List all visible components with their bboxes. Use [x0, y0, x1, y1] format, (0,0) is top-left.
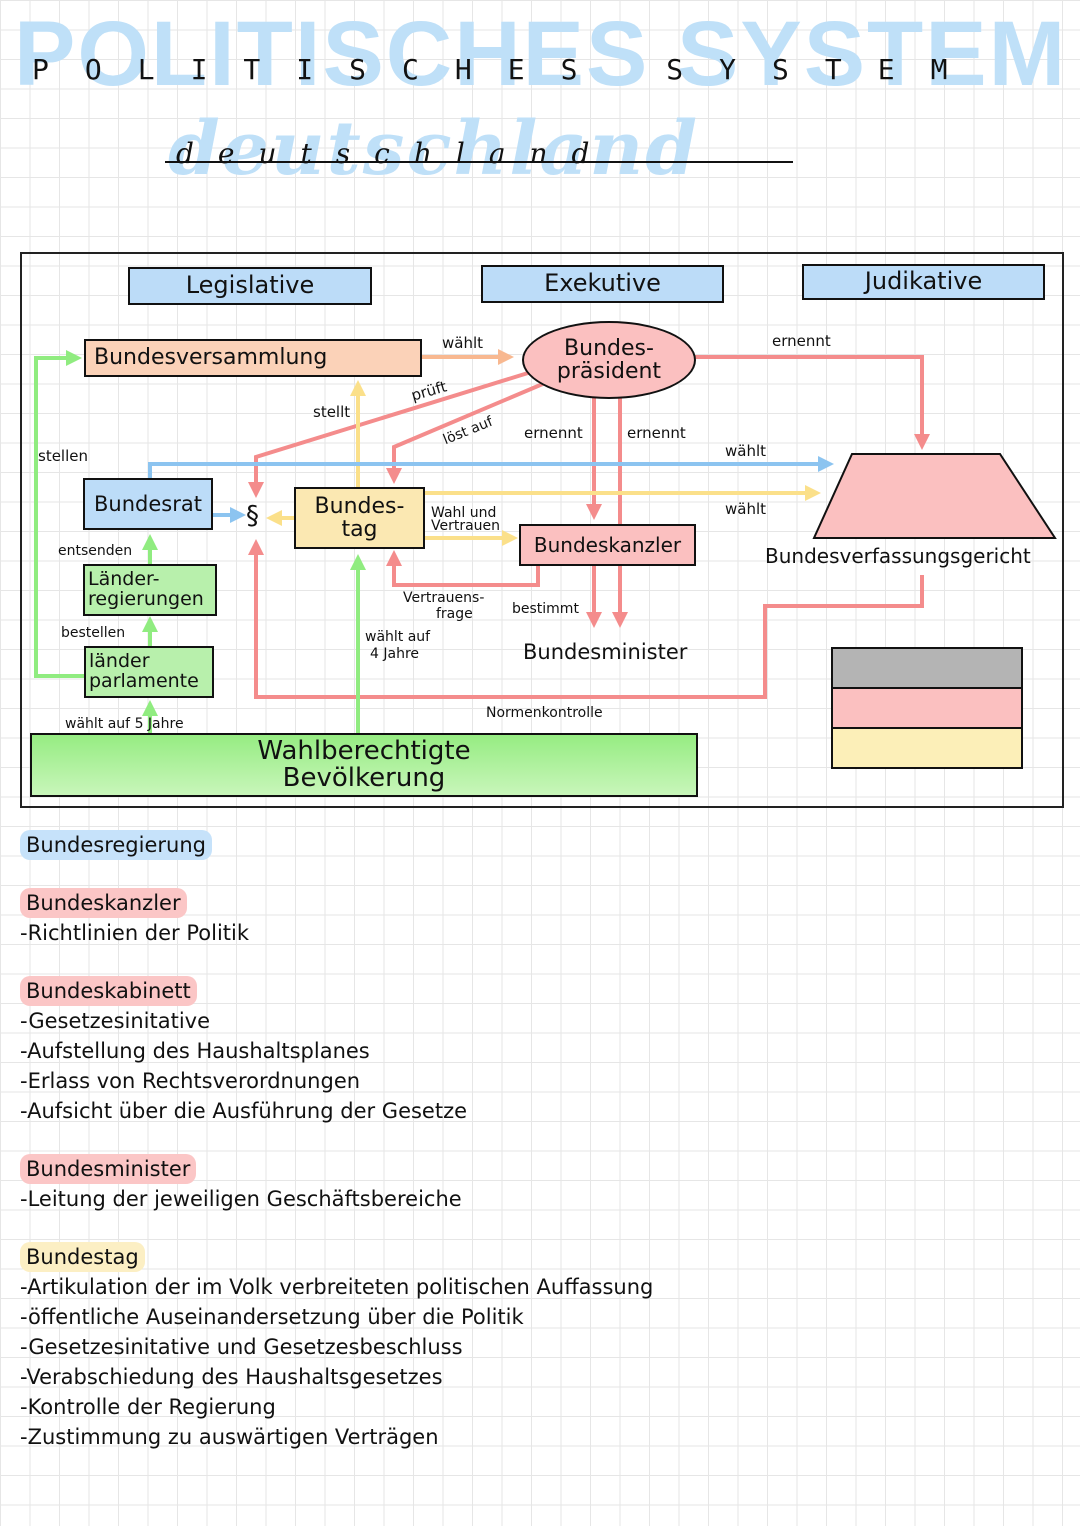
- node-bevoelkerung-label-1: Wahlberechtigte: [257, 735, 471, 766]
- node-bundesminister: Bundesminister: [523, 640, 688, 664]
- label-stellt: stellt: [313, 403, 351, 421]
- label-entsenden: entsenden: [58, 543, 133, 559]
- node-bundespraesident-label-1: Bundes-: [564, 335, 654, 361]
- label-waehlt-4-2: 4 Jahre: [370, 646, 419, 662]
- label-bestimmt: bestimmt: [512, 601, 579, 617]
- note-item: -Gesetzesinitative und Gesetzesbeschluss: [20, 1335, 463, 1359]
- diagram-arrows: [34, 349, 1057, 733]
- note-group-bundestag: Bundestag -Artikulation der im Volk verb…: [20, 1242, 1060, 1452]
- arrow-ernennt-bverfg: [695, 355, 930, 450]
- note-item: -öffentliche Auseinandersetzung über die…: [20, 1305, 524, 1329]
- flag-stripe-black: [833, 649, 1021, 689]
- node-bundesversammlung: Bundesversammlung: [84, 339, 422, 377]
- node-bundestag: Bundes- tag: [294, 487, 425, 549]
- arrow-stellen: [34, 350, 84, 678]
- subtitle-decoration: deutschland: [168, 106, 699, 192]
- node-bundesversammlung-label: Bundesversammlung: [94, 345, 328, 371]
- label-wahl-und-vertrauen-1: Wahl und: [431, 505, 497, 521]
- flag-stripe-red: [833, 689, 1021, 729]
- note-item: -Gesetzesinitative: [20, 1009, 211, 1033]
- label-ernennt-bm: ernennt: [627, 424, 686, 442]
- paragraph-icon: §: [246, 501, 259, 531]
- node-laenderregierungen-label-1: Länder-: [88, 568, 160, 591]
- label-waehlt-blue: wählt: [725, 442, 767, 460]
- note-group-bundesregierung: Bundesregierung: [20, 830, 1060, 860]
- label-bestellen: bestellen: [61, 625, 126, 641]
- label-waehlt-bp: wählt: [442, 334, 484, 352]
- arrow-waehlt-blue: [148, 456, 834, 478]
- node-bundestag-label-2: tag: [341, 517, 378, 542]
- note-group-bundeskanzler: Bundeskanzler -Richtlinien der Politik: [20, 888, 1060, 948]
- note-item: -Zustimmung zu auswärtigen Verträgen: [20, 1425, 439, 1449]
- flag-stripe-gold: [833, 729, 1021, 767]
- arrow-loest-auf: [386, 381, 546, 484]
- node-bundeskanzler: Bundeskanzler: [519, 524, 696, 566]
- note-heading: Bundeskabinett: [20, 976, 197, 1006]
- german-flag: [831, 647, 1023, 769]
- branch-legislative: Legislative: [128, 267, 372, 305]
- node-bundeskanzler-label: Bundeskanzler: [533, 532, 682, 557]
- note-item: -Aufstellung des Haushaltsplanes: [20, 1039, 370, 1063]
- note-item: -Erlass von Rechtsverordnungen: [20, 1069, 361, 1093]
- diagram-frame: [20, 252, 1064, 808]
- note-item: -Leitung der jeweiligen Geschäftsbereich…: [20, 1187, 462, 1211]
- node-bundestag-label-1: Bundes-: [314, 493, 405, 519]
- note-heading: Bundesminister: [20, 1154, 197, 1184]
- label-ernennt-bverfg: ernennt: [772, 332, 831, 350]
- note-group-bundeskabinett: Bundeskabinett -Gesetzesinitative -Aufst…: [20, 976, 1060, 1126]
- note-heading: Bundeskanzler: [20, 888, 187, 918]
- node-bundespraesident: Bundes- präsident: [522, 321, 696, 399]
- notes-section: Bundesregierung Bundeskanzler -Richtlini…: [20, 830, 1060, 1452]
- branch-executive: Exekutive: [481, 265, 724, 303]
- page-title: POLITISCHES SYSTEM: [32, 53, 984, 86]
- arrow-vertrauensfrage: [386, 550, 540, 587]
- node-laenderparlamente-label-2: parlamente: [89, 670, 199, 692]
- node-bundesrat: Bundesrat: [83, 478, 213, 530]
- node-bundespraesident-label-2: präsident: [556, 359, 662, 384]
- node-laenderparlamente: länder parlamente: [84, 646, 214, 698]
- note-group-bundesminister: Bundesminister -Leitung der jeweiligen G…: [20, 1154, 1060, 1214]
- label-waehlt-yellow: wählt: [725, 500, 767, 518]
- label-ernennt-bk: ernennt: [524, 424, 583, 442]
- node-laenderregierungen-label-2: regierungen: [88, 588, 204, 610]
- note-item: -Aufsicht über die Ausführung der Gesetz…: [20, 1099, 468, 1123]
- branch-judicative: Judikative: [802, 264, 1045, 300]
- title-decoration: POLITISCHES SYSTEM: [14, 3, 1068, 105]
- label-normenkontrolle: Normenkontrolle: [486, 705, 603, 721]
- label-wahl-und-vertrauen-2: Vertrauen: [431, 518, 501, 534]
- arrow-prueft: [248, 371, 529, 498]
- bverfg-shape: [812, 453, 1057, 539]
- note-heading: Bundesregierung: [20, 830, 212, 860]
- node-bundesrat-label: Bundesrat: [94, 491, 202, 516]
- arrow-normenkontrolle: [248, 539, 924, 699]
- note-item: -Artikulation der im Volk verbreiteten p…: [20, 1275, 654, 1299]
- node-bevoelkerung-label-2: Bevölkerung: [282, 763, 446, 793]
- subtitle-underline: [165, 161, 793, 163]
- page-subtitle: deutschland: [176, 137, 614, 170]
- note-item: -Kontrolle der Regierung: [20, 1395, 276, 1419]
- branch-executive-label: Exekutive: [544, 269, 661, 298]
- node-laenderparlamente-label-1: länder: [89, 650, 150, 673]
- label-vertrauensfrage-1: Vertrauens-: [403, 590, 485, 606]
- node-laenderregierungen: Länder- regierungen: [83, 564, 217, 616]
- label-waehlt-4-1: wählt auf: [365, 629, 431, 645]
- branch-judicative-label: Judikative: [864, 267, 983, 296]
- label-vertrauensfrage-2: frage: [436, 606, 473, 622]
- branch-legislative-label: Legislative: [185, 271, 315, 300]
- label-stellen: stellen: [38, 447, 88, 465]
- note-item: -Richtlinien der Politik: [20, 921, 250, 945]
- note-item: -Verabschiedung des Haushaltsgesetzes: [20, 1365, 443, 1389]
- note-heading: Bundestag: [20, 1242, 145, 1272]
- label-waehlt-5: wählt auf 5 Jahre: [65, 716, 184, 732]
- node-bevoelkerung: Wahlberechtigte Bevölkerung: [30, 733, 698, 797]
- node-bundesverfassungsgericht: Bundesverfassungsgericht: [765, 544, 1031, 568]
